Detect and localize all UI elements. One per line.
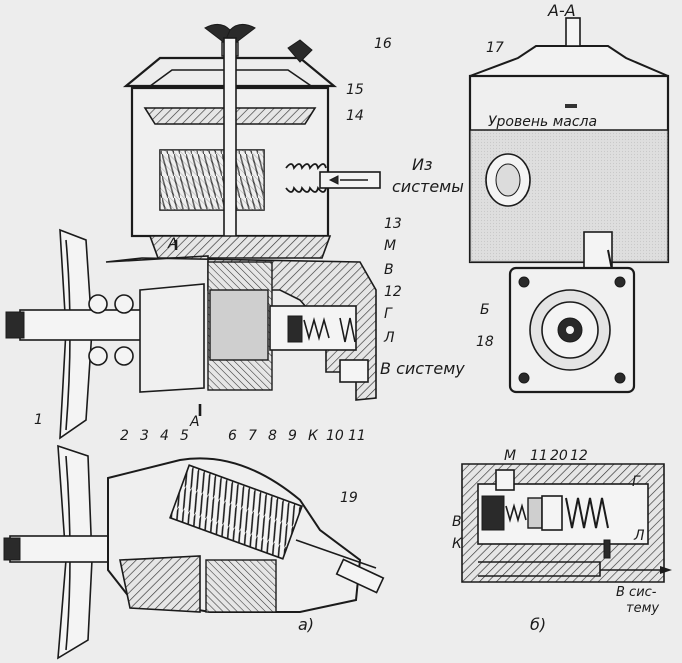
sublabel-b: б) (530, 615, 546, 634)
callout-k-b: К (452, 536, 463, 552)
callout-9: 9 (288, 428, 297, 444)
section-aa-title: А-А (547, 1, 576, 20)
valve-detail-view (461, 463, 672, 583)
callout-18: 18 (476, 334, 494, 350)
sublabel-a: а) (298, 615, 314, 634)
callout-19: 19 (340, 490, 358, 506)
from-system-line2: системы (392, 177, 464, 196)
callout-2: 2 (120, 428, 129, 444)
callout-11: 11 (348, 428, 366, 444)
callout-6: 6 (228, 428, 237, 444)
to-system-b-line2: тему (626, 601, 659, 616)
callout-3: 3 (140, 428, 149, 444)
callout-labels: 16 15 14 13 М В 12 Г Л 1 2 3 4 5 6 7 8 9… (34, 36, 645, 552)
callout-14: 14 (346, 108, 364, 124)
callout-12-b: 12 (570, 448, 588, 464)
to-system-b-line1: В сис- (616, 585, 657, 600)
callout-m: М (384, 238, 396, 254)
reservoir-main (122, 24, 381, 259)
pump-housing-main (5, 228, 377, 440)
callout-4: 4 (160, 428, 169, 444)
callout-v: В (384, 262, 394, 278)
callout-10: 10 (326, 428, 344, 444)
callout-12: 12 (384, 284, 402, 300)
callout-11-b: 11 (530, 448, 548, 464)
section-mark-a-bottom: А (189, 414, 200, 430)
section-mark-a-top: А (167, 236, 178, 252)
caption-labels: А-А Уровень масла Из системы В систему А… (167, 1, 659, 634)
to-system-label: В систему (380, 359, 465, 378)
section-aa-view (468, 17, 670, 394)
callout-8: 8 (268, 428, 277, 444)
callout-16: 16 (374, 36, 392, 52)
lower-view (3, 444, 385, 660)
callout-k: К (308, 428, 319, 444)
callout-l: Л (383, 330, 395, 346)
callout-5: 5 (180, 428, 189, 444)
callout-m-b: М (504, 448, 516, 464)
callout-l-b: Л (633, 528, 645, 544)
oil-level-label: Уровень масла (488, 114, 597, 130)
callout-13: 13 (384, 216, 402, 232)
callout-1: 1 (34, 412, 43, 428)
callout-15: 15 (346, 82, 364, 98)
callout-v-b: В (452, 514, 462, 530)
callout-b: Б (480, 302, 490, 318)
from-system-line1: Из (412, 155, 432, 174)
callout-g-b: Г (632, 474, 641, 490)
callout-17: 17 (486, 40, 504, 56)
callout-7: 7 (248, 428, 257, 444)
callout-g: Г (384, 306, 393, 322)
callout-20-b: 20 (550, 448, 568, 464)
